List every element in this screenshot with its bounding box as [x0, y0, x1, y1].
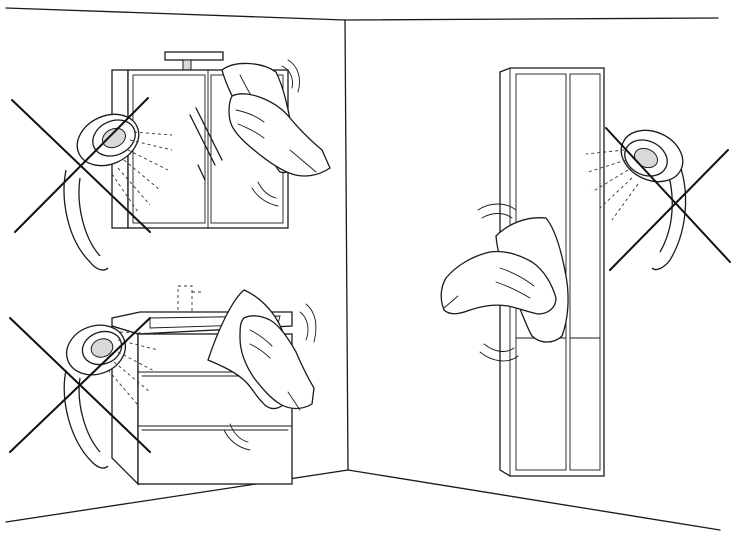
shower-head-icon — [585, 129, 687, 271]
hand-icon — [440, 250, 557, 315]
lamp-icon — [164, 51, 224, 71]
hand-icon — [228, 93, 331, 177]
cross-icon — [605, 127, 731, 271]
cross-icon — [9, 317, 151, 453]
motion-lines — [223, 303, 317, 451]
motion-lines — [477, 203, 519, 362]
motion-lines — [251, 59, 300, 207]
hand-icon — [239, 315, 315, 411]
cross-icon — [11, 97, 151, 233]
